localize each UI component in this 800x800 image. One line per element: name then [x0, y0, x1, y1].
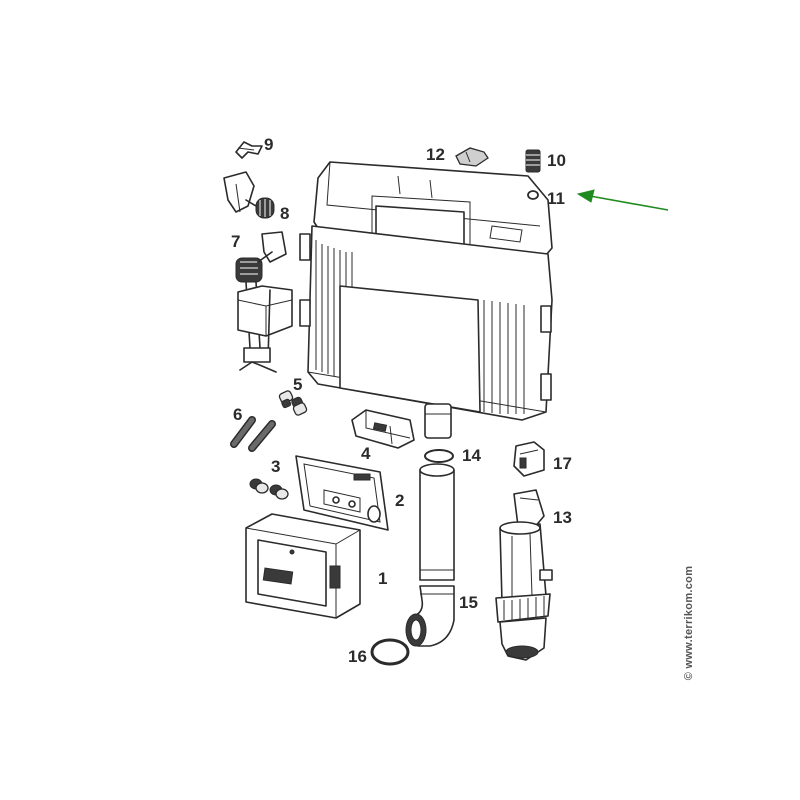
callout-16: 16	[348, 647, 367, 666]
part-10-valve-cap	[525, 149, 541, 173]
part-3-plugs	[249, 478, 289, 500]
part-9-clip	[235, 141, 263, 159]
cistern-body	[299, 161, 553, 439]
callout-10: 10	[547, 151, 566, 170]
callout-7: 7	[231, 232, 240, 251]
part-11-o-ring	[527, 190, 539, 200]
callout-1: 1	[378, 569, 387, 588]
callout-8: 8	[280, 204, 289, 223]
callout-4: 4	[361, 444, 371, 463]
part-16-large-seal	[370, 638, 410, 666]
part-1-frame-box	[245, 513, 361, 619]
part-17-clip	[513, 441, 545, 477]
callout-12: 12	[426, 145, 445, 164]
watermark-text: © www.terrikom.com	[679, 548, 699, 698]
callout-15: 15	[459, 593, 478, 612]
part-12-lid-clip	[455, 147, 489, 167]
callout-labels: 1 2 3 4 5 6 7 8 9 10 11 12 13 14 15 16 1…	[231, 135, 572, 666]
part-15-elbow	[405, 585, 455, 647]
callout-13: 13	[553, 508, 572, 527]
callout-3: 3	[271, 457, 280, 476]
part-13-flush-valve	[495, 489, 553, 661]
highlight-arrow	[576, 189, 669, 211]
callout-9: 9	[264, 135, 273, 154]
part-7-fill-valve	[235, 231, 293, 373]
part-14-seal-ring	[424, 449, 454, 463]
callout-2: 2	[395, 491, 404, 510]
part-8-valve-head	[223, 171, 275, 219]
part-5-fittings	[278, 390, 308, 416]
part-2-mounting-frame	[295, 455, 389, 531]
callout-6: 6	[233, 405, 242, 424]
watermark-label: © www.terrikom.com	[683, 565, 695, 681]
part-6-rods	[230, 416, 276, 452]
part-4-bracket	[351, 409, 415, 449]
callout-17: 17	[553, 454, 572, 473]
flush-pipe	[419, 463, 455, 581]
callout-5: 5	[293, 375, 302, 394]
callout-11: 11	[547, 189, 565, 208]
callout-14: 14	[462, 446, 481, 465]
